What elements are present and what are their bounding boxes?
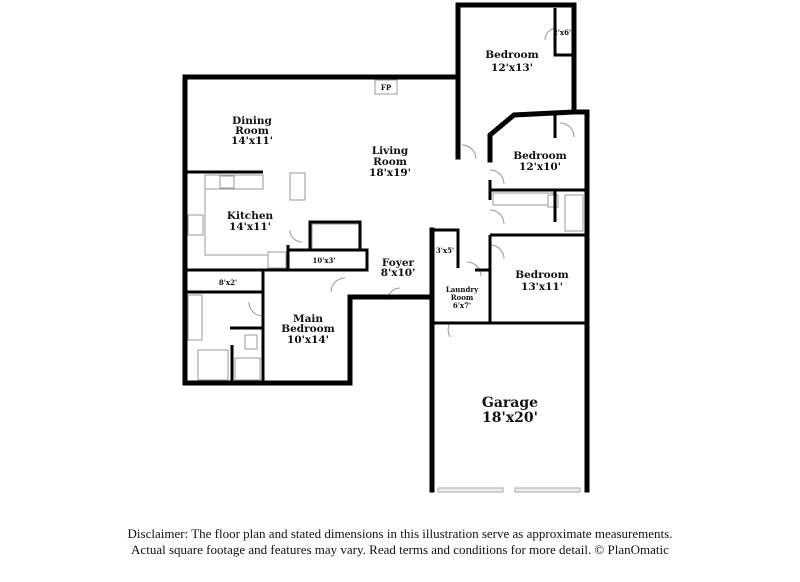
disclaimer-line-2: Actual square footage and features may v… <box>131 542 669 557</box>
living-size: 18'x19' <box>369 167 411 179</box>
closet-2-size: 10'x3' <box>312 256 335 265</box>
bedroom-1-size: 12'x13' <box>491 62 533 74</box>
foyer-name: Foyer <box>382 257 415 269</box>
closet-3-size: 3'x5' <box>436 246 454 255</box>
bedroom-2-name: Bedroom <box>513 150 567 162</box>
closet-1-size: 2'x6' <box>553 28 571 37</box>
fireplace-label: FP <box>381 83 392 92</box>
laundry-name-2: Room <box>451 293 474 302</box>
fixtures <box>187 79 584 381</box>
dining-name-1: Dining <box>232 115 272 127</box>
main-bedroom-size: 10'x14' <box>287 334 329 346</box>
laundry-size: 6'x7' <box>453 301 471 310</box>
garage-size: 18'x20' <box>482 410 538 426</box>
bedroom-3-size: 13'x11' <box>521 281 563 293</box>
kitchen-name: Kitchen <box>227 210 274 222</box>
kitchen-size: 14'x11' <box>229 221 271 233</box>
closet-4-size: 8'x2' <box>219 278 237 287</box>
bedroom-1-name: Bedroom <box>485 49 539 61</box>
room-labels: Bedroom 12'x13' 2'x6' Dining Room 14'x11… <box>219 28 571 426</box>
walls <box>182 2 590 493</box>
garage-name: Garage <box>482 395 538 411</box>
bedroom-2-size: 12'x10' <box>519 161 561 173</box>
laundry-name-1: Laundry <box>446 285 479 294</box>
dining-name-2: Room <box>235 125 269 137</box>
bedroom-3-name: Bedroom <box>515 269 569 281</box>
dining-size: 14'x11' <box>231 135 273 147</box>
doors <box>248 27 575 338</box>
main-bedroom-name-2: Bedroom <box>281 323 335 335</box>
living-name-2: Room <box>373 156 407 168</box>
main-bedroom-name-1: Main <box>293 313 323 325</box>
foyer-size: 8'x10' <box>381 267 416 279</box>
living-name-1: Living <box>372 145 409 157</box>
disclaimer-line-1: Disclaimer: The floor plan and stated di… <box>127 526 673 541</box>
